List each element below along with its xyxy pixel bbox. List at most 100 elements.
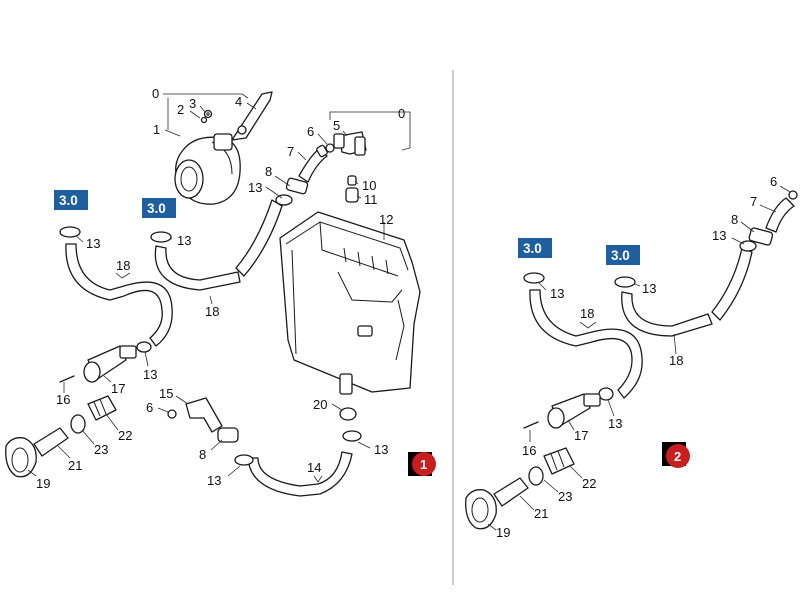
hose-18-part xyxy=(621,291,713,337)
callout-label: 13 xyxy=(248,180,262,195)
hose-left-part xyxy=(65,243,173,347)
callout-label: 2 xyxy=(177,102,184,117)
callout-label: 13 xyxy=(712,228,726,243)
float-ball-part xyxy=(174,133,241,205)
kit-badge: 3.0 xyxy=(54,190,88,210)
callout-label: 19 xyxy=(36,476,50,491)
hose-18-part xyxy=(154,245,241,291)
callout-label: 21 xyxy=(68,458,82,473)
panel-2-leaders xyxy=(487,185,791,531)
panel-2-assembly xyxy=(465,190,798,530)
o-ring-part xyxy=(788,190,798,200)
cap-part xyxy=(345,187,359,203)
callout-label: 16 xyxy=(522,443,536,458)
panel-1-labels: 0 1 2 3 4 0 5 6 7 8 10 11 12 13 13 13 18… xyxy=(36,86,405,491)
angle-fitting-part xyxy=(185,397,223,433)
hose-coupling-part xyxy=(748,227,774,246)
suction-hose-part xyxy=(711,247,753,321)
callout-label: 18 xyxy=(580,306,594,321)
hose-tail-part xyxy=(493,477,529,507)
callout-label: 20 xyxy=(313,397,327,412)
callout-label: 23 xyxy=(558,489,572,504)
callout-label: 5 xyxy=(333,118,340,133)
panel-2-labels: 6 7 8 13 13 13 18 18 13 17 16 22 23 21 1… xyxy=(496,174,777,540)
kit-badge-text: 3.0 xyxy=(523,241,542,256)
callout-label: 23 xyxy=(94,442,108,457)
hose-left-part xyxy=(529,289,643,399)
variant-marker-2: 2 xyxy=(662,442,690,468)
variant-marker-text: 2 xyxy=(674,449,681,464)
panel-1-assembly xyxy=(5,91,421,497)
kit-badge: 3.0 xyxy=(142,198,176,218)
hose-clamp-part xyxy=(59,194,362,466)
callout-label: 6 xyxy=(307,124,314,139)
callout-label: 22 xyxy=(118,428,132,443)
hose-tail-part xyxy=(33,427,69,457)
kit-badge: 3.0 xyxy=(518,238,552,258)
callout-label: 15 xyxy=(159,386,173,401)
callout-label: 6 xyxy=(146,400,153,415)
hose-14-part xyxy=(247,451,353,497)
callout-label: 8 xyxy=(265,164,272,179)
float-lever-part xyxy=(231,91,273,141)
o-ring-part xyxy=(325,143,335,153)
callout-label: 11 xyxy=(364,192,378,207)
callout-label: 16 xyxy=(56,392,70,407)
callout-label: 7 xyxy=(750,194,757,209)
callout-label: 0 xyxy=(152,86,159,101)
kit-badge-text: 3.0 xyxy=(59,193,78,208)
elbow-fitting-part xyxy=(298,144,328,183)
washer-part xyxy=(528,466,544,486)
hose-clamp-part xyxy=(523,240,757,401)
callout-label: 21 xyxy=(534,506,548,521)
callout-label: 17 xyxy=(111,381,125,396)
callout-label: 8 xyxy=(199,447,206,462)
float-valve-part xyxy=(333,131,367,156)
threaded-nipple-part xyxy=(87,395,117,421)
threaded-nipple-part xyxy=(543,447,575,475)
o-ring-drain-part xyxy=(167,409,177,419)
kit-badge: 3.0 xyxy=(606,245,640,265)
screw-part xyxy=(523,421,539,429)
suction-hose-part xyxy=(235,199,283,277)
callout-label: 13 xyxy=(177,233,191,248)
callout-label: 0 xyxy=(398,106,405,121)
callout-label: 13 xyxy=(374,442,388,457)
pin-part xyxy=(347,175,357,186)
callout-label: 19 xyxy=(496,525,510,540)
screw-part xyxy=(59,375,75,383)
variant-marker-1: 1 xyxy=(408,452,436,476)
panel-1-leaders xyxy=(27,93,411,483)
callout-label: 13 xyxy=(143,367,157,382)
callout-label: 17 xyxy=(574,428,588,443)
coupling-nut-part xyxy=(465,489,497,530)
callout-label: 13 xyxy=(207,473,221,488)
screw-washer-part xyxy=(200,109,213,124)
kit-badge-text: 3.0 xyxy=(147,201,166,216)
drain-cap-part xyxy=(339,407,357,421)
callout-label: 13 xyxy=(642,281,656,296)
callout-label: 10 xyxy=(362,178,376,193)
coupling-nut-part xyxy=(5,437,37,478)
callout-label: 3 xyxy=(189,96,196,111)
callout-label: 8 xyxy=(731,212,738,227)
variant-marker-text: 1 xyxy=(420,457,427,472)
callout-label: 18 xyxy=(205,304,219,319)
pump-connector-part xyxy=(547,393,601,429)
water-tank-part xyxy=(279,211,421,395)
callout-label: 18 xyxy=(669,353,683,368)
callout-label: 22 xyxy=(582,476,596,491)
drain-coupling-part xyxy=(217,427,239,443)
washer-part xyxy=(70,414,86,434)
callout-label: 6 xyxy=(770,174,777,189)
callout-label: 14 xyxy=(307,460,321,475)
kit-badge-text: 3.0 xyxy=(611,248,630,263)
elbow-fitting-part xyxy=(765,197,795,233)
callout-label: 7 xyxy=(287,144,294,159)
callout-label: 13 xyxy=(86,236,100,251)
callout-label: 4 xyxy=(235,94,242,109)
callout-label: 13 xyxy=(550,286,564,301)
callout-label: 13 xyxy=(608,416,622,431)
pump-connector-part xyxy=(83,345,137,383)
